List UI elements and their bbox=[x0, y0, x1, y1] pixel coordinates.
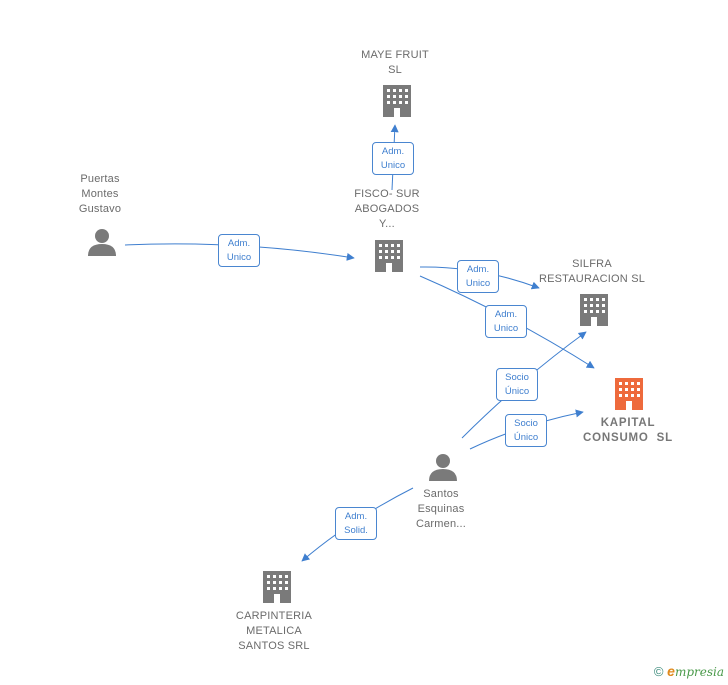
node-line: METALICA bbox=[246, 625, 302, 637]
edge-label-line: Solid. bbox=[344, 525, 368, 536]
copyright-symbol: © bbox=[653, 664, 664, 679]
edge-label-line: Unico bbox=[380, 160, 406, 171]
building-icon-silfra[interactable] bbox=[580, 294, 608, 326]
node-line: Y... bbox=[379, 218, 395, 230]
edge-label-line: Único bbox=[513, 432, 539, 443]
person-icon-santos[interactable] bbox=[429, 454, 457, 481]
node-label-kapital[interactable]: KAPITAL CONSUMO SL bbox=[572, 416, 684, 446]
node-line: SL bbox=[388, 64, 402, 76]
brand-logo-initial: e bbox=[667, 663, 675, 679]
node-line: SILFRA bbox=[572, 258, 612, 270]
edge-label-santos-carpinteria: Adm. Solid. bbox=[335, 507, 377, 540]
node-line: CARPINTERIA bbox=[235, 610, 313, 622]
edge-label-line: Unico bbox=[465, 278, 491, 289]
node-line: ABOGADOS bbox=[354, 203, 420, 215]
edge-label-fisco-kapital: Adm. Unico bbox=[485, 305, 527, 338]
node-line: RESTAURACION SL bbox=[538, 273, 646, 285]
edge-label-line: Adm. bbox=[227, 238, 251, 249]
node-line: Esquinas bbox=[417, 503, 465, 515]
node-line: Puertas bbox=[80, 173, 120, 185]
brand-name: mpresia bbox=[674, 665, 724, 679]
node-line: SANTOS SRL bbox=[238, 640, 310, 652]
building-icon-carpinteria[interactable] bbox=[263, 571, 291, 603]
building-icon-maye-fruit[interactable] bbox=[383, 85, 411, 117]
node-line: FISCO- SUR bbox=[354, 188, 420, 200]
edge-label-line: Adm. bbox=[494, 309, 518, 320]
building-icon-kapital[interactable] bbox=[615, 378, 643, 410]
edge-label-line: Adm. bbox=[381, 146, 405, 157]
edge-label-line: Único bbox=[504, 386, 530, 397]
edge-label-line: Socio bbox=[505, 372, 529, 383]
building-icon-fisco-sur[interactable] bbox=[375, 240, 403, 272]
node-label-carpinteria[interactable]: CARPINTERIA METALICA SANTOS SRL bbox=[222, 609, 326, 654]
edge-label-santos-silfra: Socio Único bbox=[496, 368, 538, 401]
node-line: CONSUMO SL bbox=[583, 432, 673, 444]
edge-label-line: Adm. bbox=[466, 264, 490, 275]
edge-label-line: Unico bbox=[493, 323, 519, 334]
edge-label-fisco-silfra: Adm. Unico bbox=[457, 260, 499, 293]
node-label-maye-fruit[interactable]: MAYE FRUIT SL bbox=[345, 48, 445, 78]
node-line: Montes bbox=[81, 188, 119, 200]
node-label-fisco-sur[interactable]: FISCO- SUR ABOGADOS Y... bbox=[337, 187, 437, 232]
edge-label-line: Unico bbox=[226, 252, 252, 263]
node-label-silfra[interactable]: SILFRA RESTAURACION SL bbox=[530, 257, 654, 287]
edge-label-puertas-fisco: Adm. Unico bbox=[218, 234, 260, 267]
edge-label-line: Adm. bbox=[344, 511, 368, 522]
edge-label-fisco-maye: Adm. Unico bbox=[372, 142, 414, 175]
node-label-puertas[interactable]: Puertas Montes Gustavo bbox=[55, 172, 145, 217]
node-line: Gustavo bbox=[78, 203, 122, 215]
node-line: Carmen... bbox=[415, 518, 467, 530]
node-line: MAYE FRUIT bbox=[361, 49, 429, 61]
person-icon-puertas[interactable] bbox=[88, 229, 116, 256]
edge-label-line: Socio bbox=[514, 418, 538, 429]
node-line: KAPITAL bbox=[600, 417, 656, 429]
node-line: Santos bbox=[423, 488, 459, 500]
edge-label-santos-kapital: Socio Único bbox=[505, 414, 547, 447]
node-label-santos[interactable]: Santos Esquinas Carmen... bbox=[396, 487, 486, 532]
footer-brand: © empresia bbox=[654, 663, 724, 679]
